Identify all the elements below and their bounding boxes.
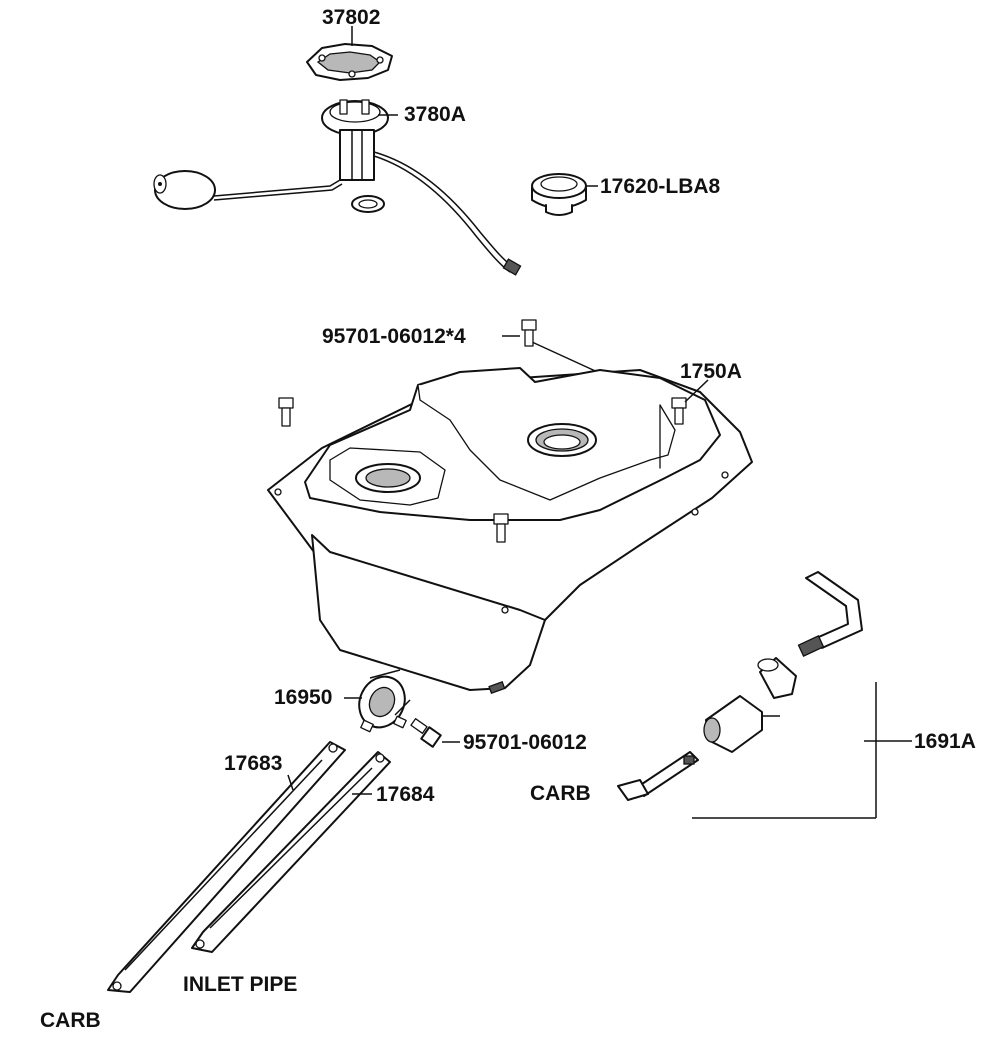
label-37802: 37802 [322,6,380,29]
bolt-left [278,397,294,427]
part-95701-bolt [410,718,442,748]
label-16950: 16950 [274,686,332,709]
label-carb-pipe: CARB [40,1009,101,1032]
label-3780A: 3780A [404,103,466,126]
part-1691A-fuel-filter [617,571,877,819]
part-17620-fuel-cap [531,173,587,216]
part-17683-pipe [107,741,346,993]
label-17683: 17683 [224,752,282,775]
bolt-right [671,397,687,425]
part-17684-pipe [191,751,391,953]
label-95701: 95701-06012 [463,731,587,754]
part-1750A-fuel-tank [267,367,753,695]
part-16950-fuel-valve [358,669,411,733]
bolt-top [521,319,537,347]
part-3780A-fuel-sender [153,99,522,276]
part-37802-gasket [306,43,393,81]
bolt-center [493,513,509,543]
label-inlet-pipe: INLET PIPE [183,973,297,996]
label-17684: 17684 [376,783,435,806]
leader-17683 [287,774,294,791]
label-17620: 17620-LBA8 [600,175,721,198]
leader-1750A [684,379,709,403]
label-1691A: 1691A [914,730,976,753]
label-carb-filter: CARB [530,782,591,805]
label-1750A: 1750A [680,360,742,383]
label-95701-x4: 95701-06012*4 [322,325,466,348]
